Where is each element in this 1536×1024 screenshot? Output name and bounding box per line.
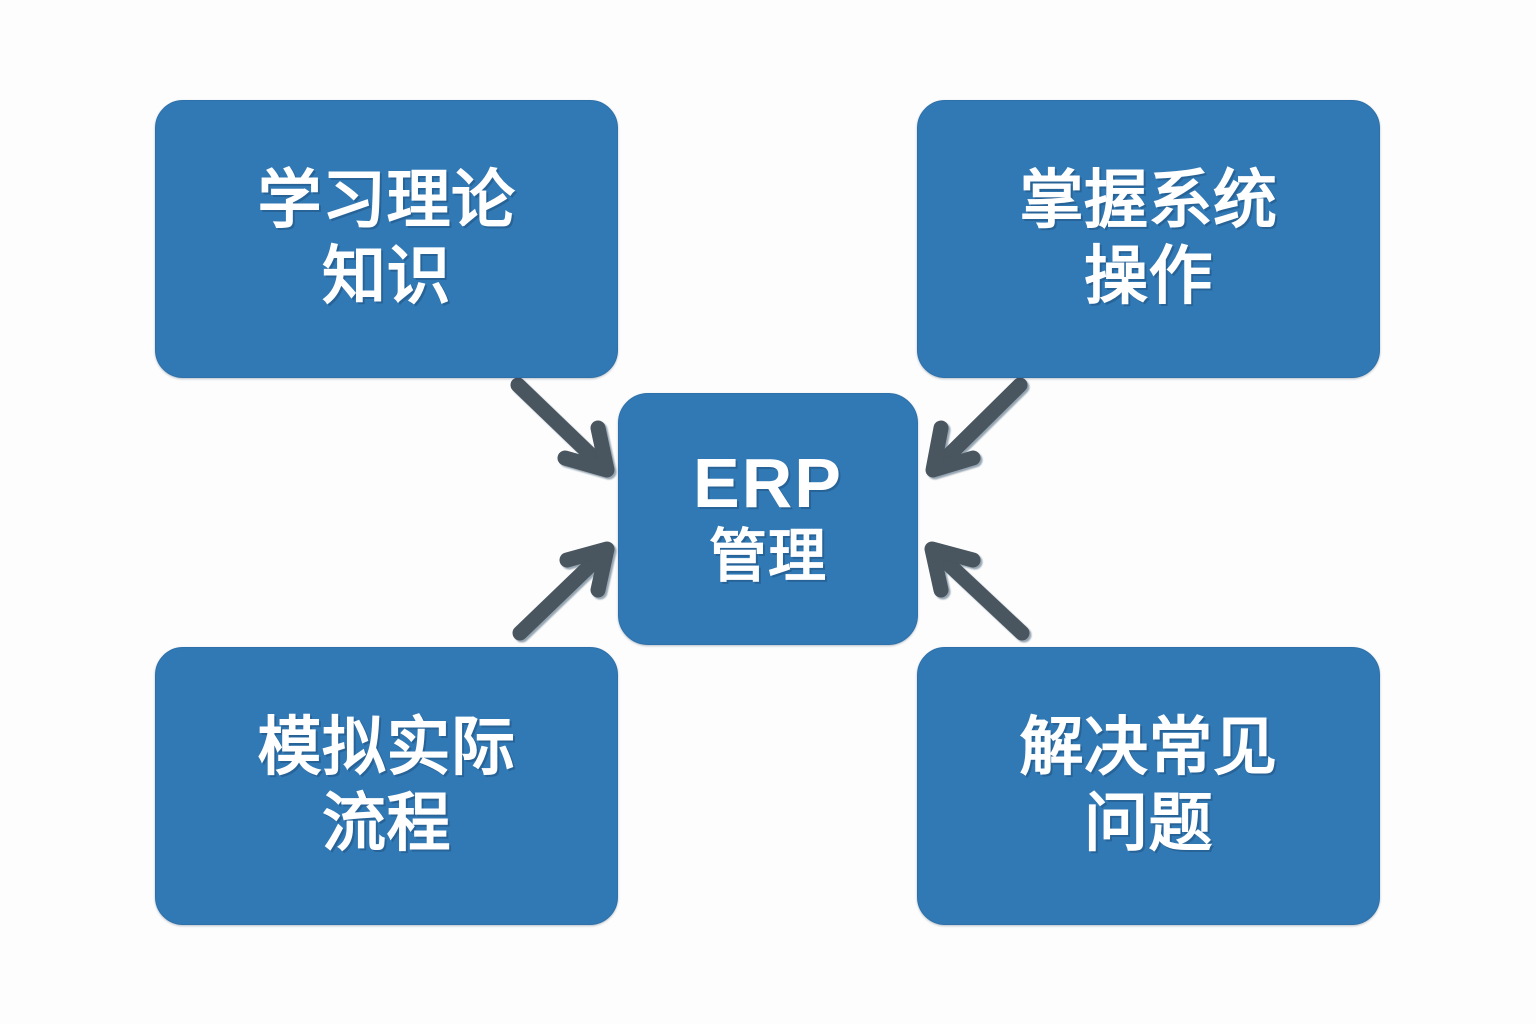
- center-label-secondary: 管理: [708, 524, 827, 590]
- arrow-tr-to-center: [925, 377, 1028, 478]
- arrow-br-to-center: [924, 541, 1030, 641]
- center-label-primary: ERP: [693, 443, 843, 522]
- node-top-right-label: 掌握系统 操作: [1019, 164, 1278, 312]
- arrow-tl-to-center: [510, 377, 615, 478]
- node-bottom-left[interactable]: 模拟实际 流程: [155, 647, 618, 925]
- node-bottom-right-label: 解决常见 问题: [1019, 711, 1278, 859]
- node-top-right[interactable]: 掌握系统 操作: [917, 100, 1380, 378]
- node-top-left[interactable]: 学习理论 知识: [155, 100, 618, 378]
- center-label-group: ERP 管理: [693, 443, 843, 591]
- node-center-erp[interactable]: ERP 管理: [618, 393, 918, 645]
- arrow-bl-to-center: [512, 541, 615, 641]
- node-bottom-right[interactable]: 解决常见 问题: [917, 647, 1380, 925]
- node-bottom-left-label: 模拟实际 流程: [257, 711, 516, 859]
- node-top-left-label: 学习理论 知识: [257, 164, 516, 312]
